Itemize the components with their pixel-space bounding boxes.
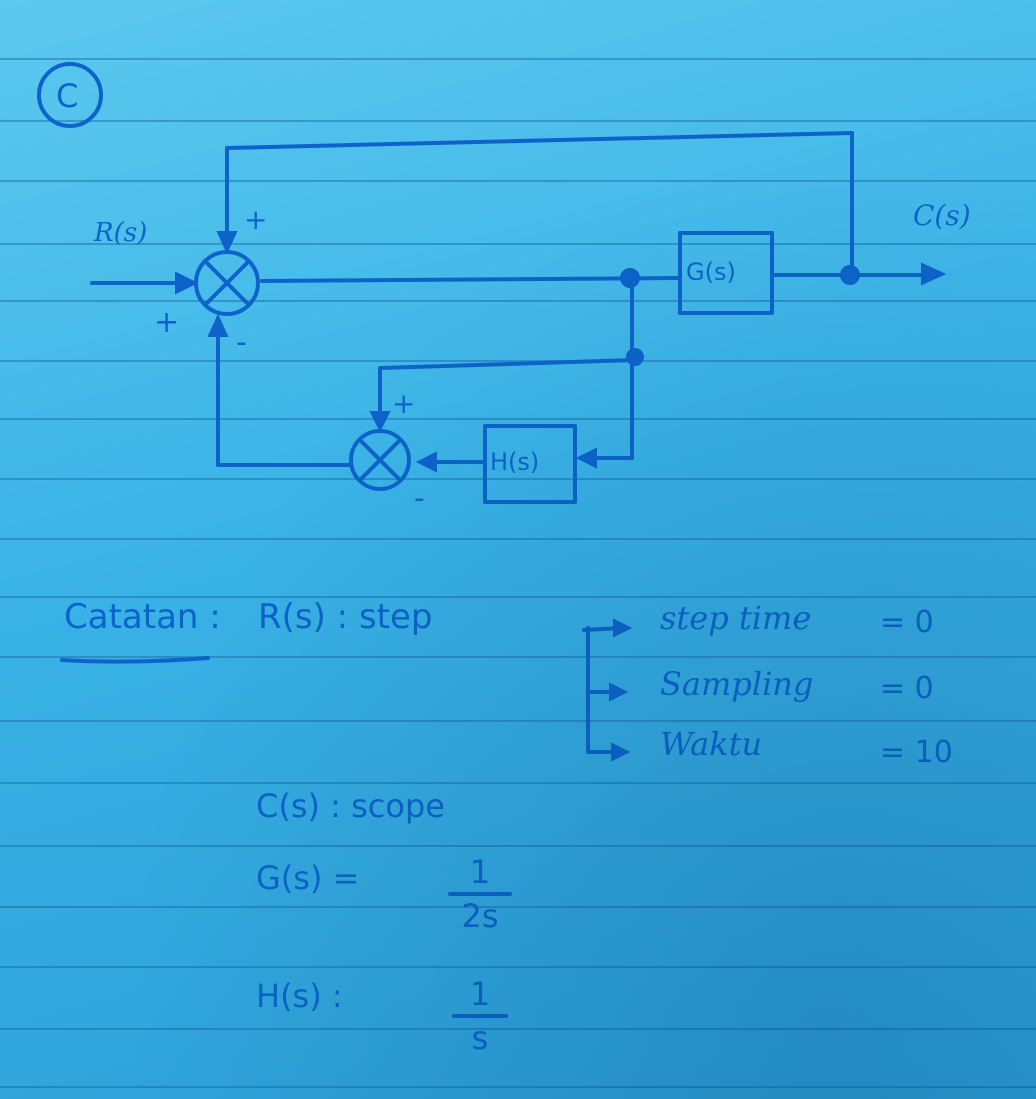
g-block-label: G(s) [686, 258, 736, 286]
step-param-value: = 0 [880, 605, 934, 640]
step-param-name: step time [660, 599, 812, 637]
h-input-arrowhead [575, 447, 597, 469]
ruled-line [0, 300, 1036, 302]
outer-feedback-arrowhead [216, 231, 238, 255]
sum2-top-arrowhead [369, 411, 391, 433]
output-arrowhead [921, 262, 947, 286]
g-numerator: 1 [469, 853, 491, 891]
forward-path-line [260, 276, 682, 283]
step-param-name: Sampling [660, 665, 814, 703]
h-fraction-bar [452, 1014, 508, 1018]
sum1-left-sign: + [154, 305, 180, 340]
ruled-line [0, 180, 1036, 182]
notes-input-line: R(s) : step [258, 597, 433, 637]
inner-feedback-path [216, 323, 352, 467]
output-label: C(s) [913, 199, 971, 232]
h-definition-label: H(s) : [256, 977, 343, 1015]
sum1-bottom-sign: - [236, 325, 247, 360]
sum1-top-sign: + [244, 203, 268, 236]
h-block-label: H(s) [490, 448, 540, 476]
ruled-line [0, 120, 1036, 122]
label-circle [37, 62, 103, 128]
h-numerator: 1 [469, 975, 491, 1013]
ruled-line [0, 360, 1036, 362]
notes-output-line: C(s) : scope [256, 787, 445, 825]
ruled-line [0, 243, 1036, 245]
sum2-right-arrowhead [415, 451, 437, 473]
h-fraction: 1 s [452, 978, 508, 1054]
g-fraction: 1 2s [448, 856, 512, 932]
ruled-line [0, 656, 1036, 658]
g-fraction-bar [448, 892, 512, 896]
heading-underline [60, 656, 210, 664]
step-param-name: Waktu [660, 725, 763, 763]
sum2-top-sign: + [392, 387, 416, 420]
outer-feedback-path [225, 131, 854, 272]
inner-branch-path [586, 278, 634, 460]
ruled-line [0, 966, 1036, 968]
h-denominator: s [471, 1019, 489, 1057]
sum2-bottom-sign: - [414, 481, 425, 516]
ruled-line [0, 58, 1036, 60]
ruled-line [0, 1028, 1036, 1030]
ruled-line [0, 596, 1036, 598]
ruled-line [0, 538, 1036, 540]
ruled-line [0, 845, 1036, 847]
step-param-value: = 0 [880, 671, 934, 706]
summing-junction-main [194, 250, 260, 316]
g-denominator: 2s [461, 897, 499, 935]
ruled-line [0, 1086, 1036, 1088]
input-label: R(s) [94, 218, 148, 248]
ruled-line [0, 418, 1036, 420]
input-arrowhead [175, 271, 199, 295]
ruled-line [0, 906, 1036, 908]
branch-point-output [840, 265, 860, 285]
ruled-line [0, 782, 1036, 784]
ruled-line [0, 478, 1036, 480]
summing-junction-inner [349, 429, 411, 491]
sum1-bottom-arrowhead [207, 313, 229, 337]
step-param-value: = 10 [880, 735, 953, 770]
inner-top-path [378, 358, 637, 424]
ruled-line [0, 720, 1036, 722]
step-bracket [582, 618, 633, 762]
notes-heading: Catatan : [64, 597, 221, 637]
diagram-label: C [56, 77, 79, 115]
g-definition-label: G(s) = [256, 859, 360, 897]
